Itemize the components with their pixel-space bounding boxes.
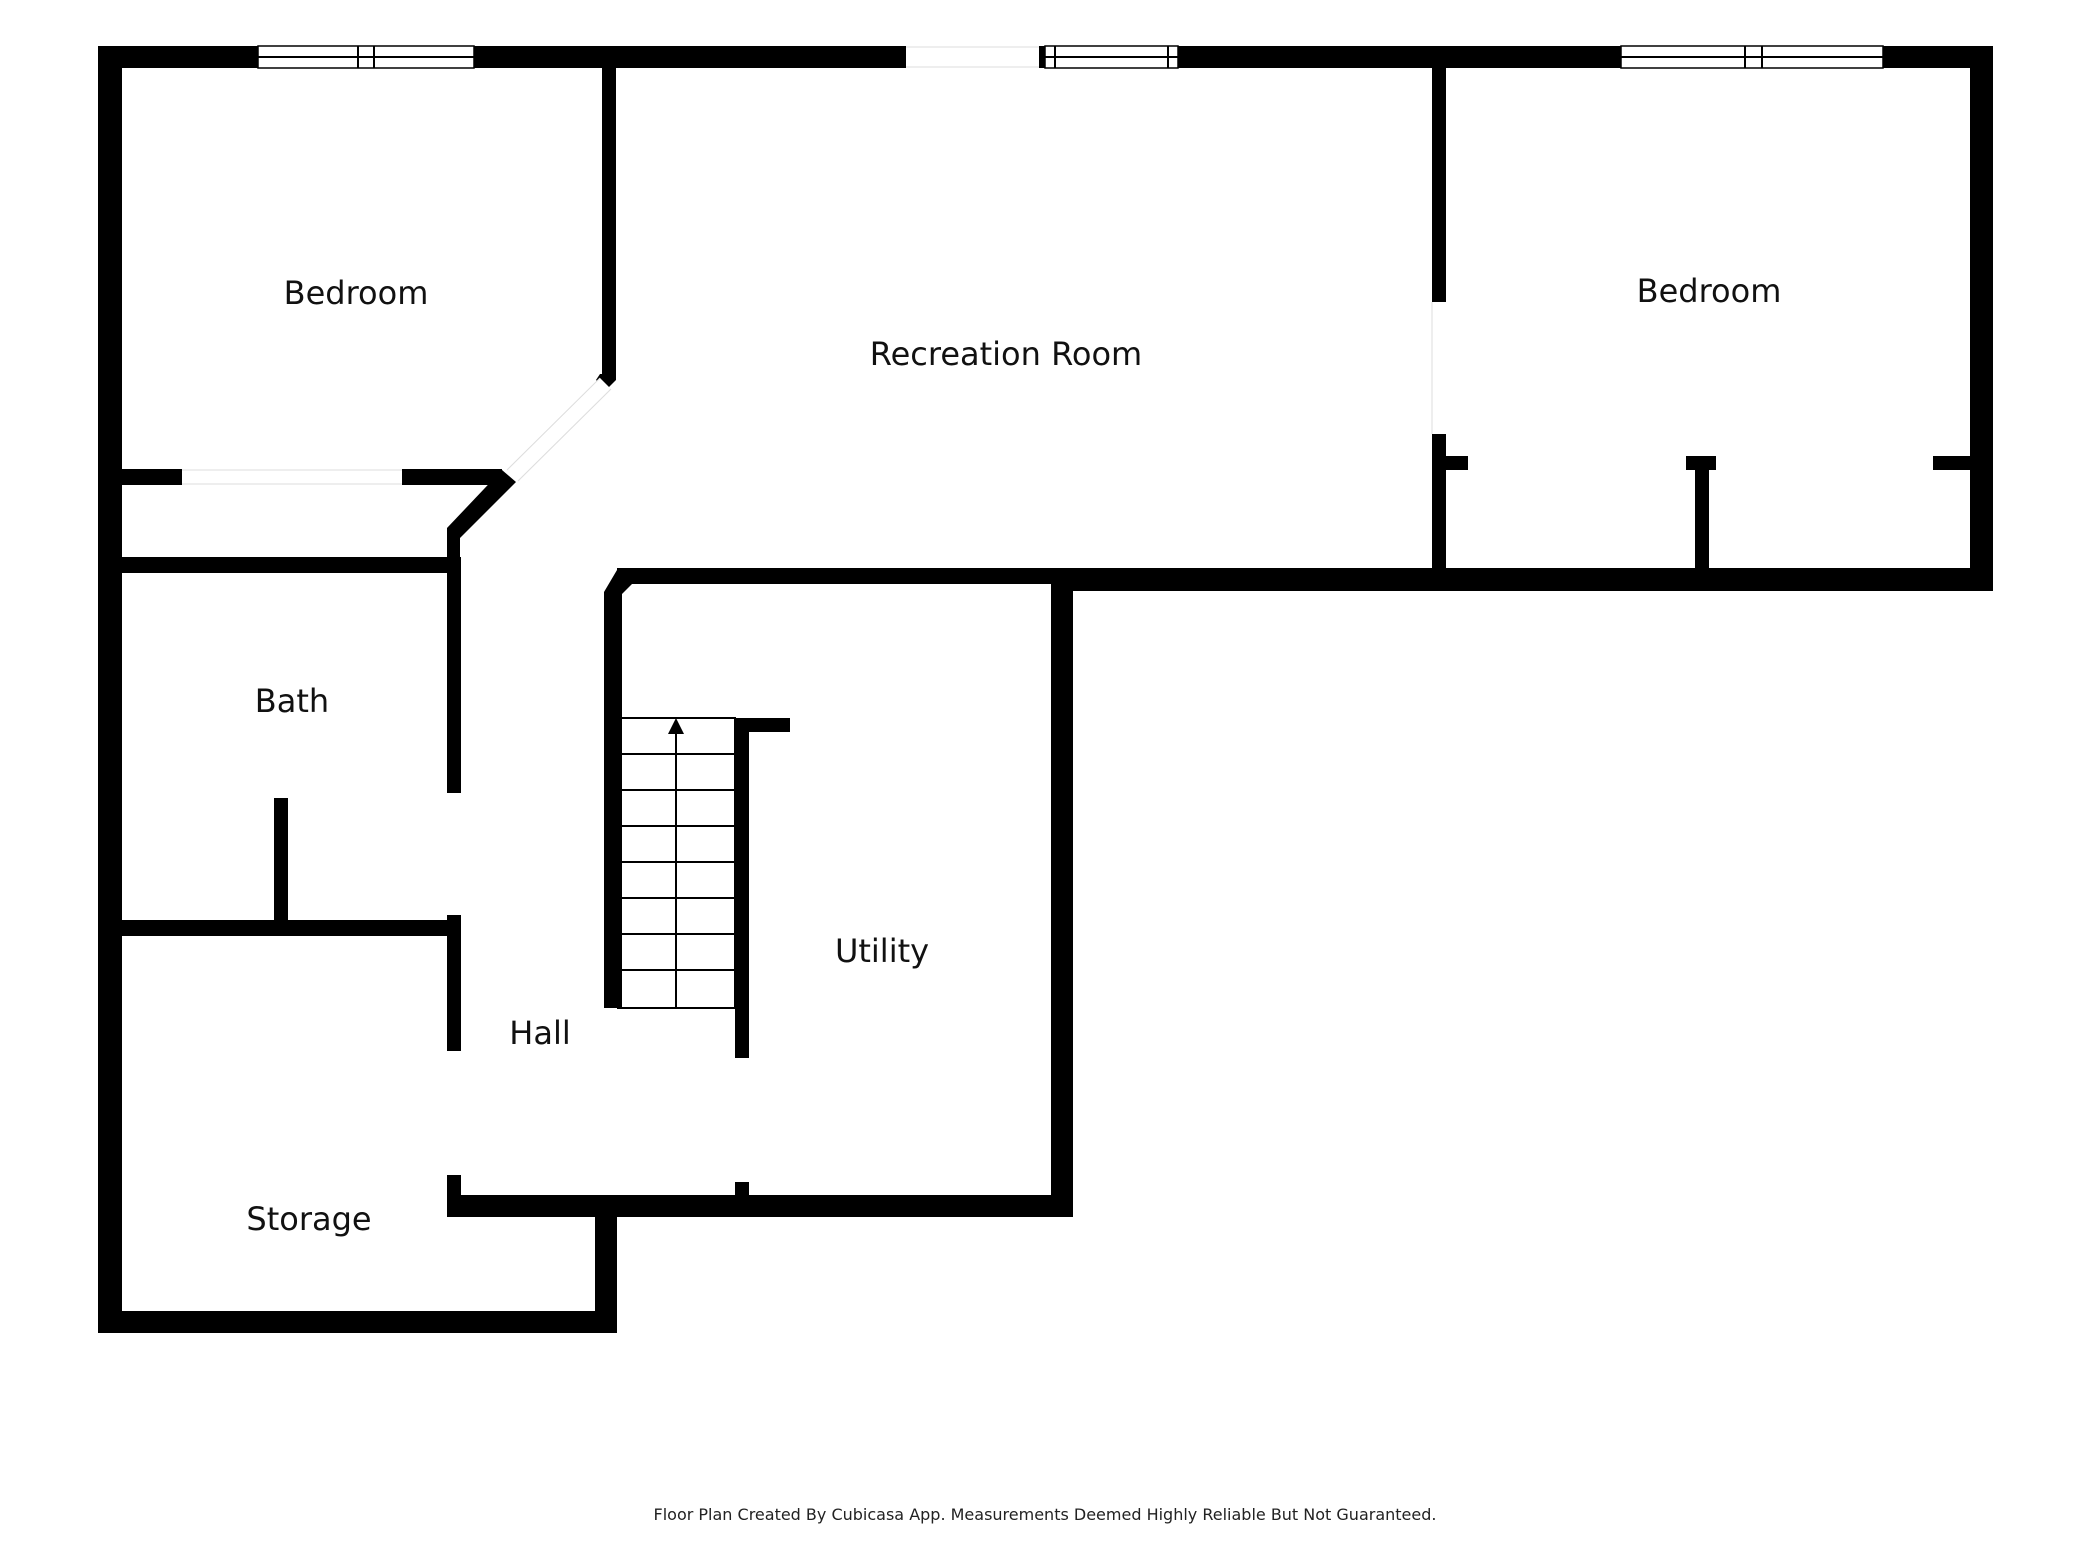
utility-top-stub — [735, 718, 790, 732]
left-wall — [98, 46, 122, 1333]
hall-left-wall-a — [447, 557, 461, 793]
room-label-hall: Hall — [509, 1014, 570, 1052]
room-label-recreation-room: Recreation Room — [870, 335, 1142, 373]
bath-door-opening — [447, 793, 461, 915]
bath-top-wall — [118, 557, 460, 573]
storage-door-opening — [447, 1051, 461, 1175]
room-label-utility: Utility — [835, 932, 929, 970]
outer-walls — [98, 46, 1993, 1333]
utility-top-wall — [617, 568, 1077, 584]
right-bedroom-left-wall-b — [1432, 434, 1446, 584]
bedroom-left-bottom-wall-b — [402, 469, 502, 485]
bedroom-left-right-wall — [602, 60, 616, 375]
room-label-bedroom-right: Bedroom — [1637, 272, 1782, 310]
utility-door-opening — [735, 1058, 749, 1182]
bedroom-left-bottom-wall-a — [118, 469, 182, 485]
room-label-storage: Storage — [246, 1200, 371, 1238]
right-bedroom-closet-cap — [1686, 456, 1716, 470]
closet-door-opening — [182, 469, 402, 485]
right-bedroom-stub-right — [1933, 456, 1978, 470]
room-labels: Bedroom Recreation Room Bedroom Bath Uti… — [246, 272, 1781, 1238]
right-bedroom-stub-left — [1432, 456, 1468, 470]
room-label-bath: Bath — [255, 682, 329, 720]
utility-left-wall-b — [735, 1182, 749, 1212]
right-bedroom-left-wall-a — [1432, 60, 1446, 302]
bedroom-left-door-opening — [507, 378, 611, 481]
right-bedroom-closet-divider — [1695, 456, 1709, 581]
opening-rec-top — [906, 46, 1039, 68]
storage-bottom-wall — [98, 1311, 617, 1333]
hall-left-wall-b — [447, 915, 461, 1051]
footer-disclaimer: Floor Plan Created By Cubicasa App. Meas… — [654, 1505, 1437, 1524]
door-openings — [182, 302, 1433, 485]
stairs — [617, 717, 736, 1009]
rec-bottom-wall — [1060, 568, 1993, 591]
right-wall — [1970, 46, 1993, 591]
storage-right-wall — [595, 1206, 617, 1333]
diag-wall-top — [596, 374, 616, 390]
windows — [257, 45, 1884, 69]
bath-bottom-wall — [118, 920, 460, 936]
bath-stub-wall — [274, 798, 288, 930]
room-label-bedroom-left: Bedroom — [284, 274, 429, 312]
interior-walls — [118, 60, 1978, 1212]
arrow-up-icon — [668, 718, 684, 734]
utility-left-wall-a — [735, 718, 749, 1058]
hall-left-wall-c — [447, 1175, 461, 1205]
utility-right-wall — [1051, 576, 1073, 1217]
hall-utility-bottom-wall — [447, 1195, 1073, 1217]
